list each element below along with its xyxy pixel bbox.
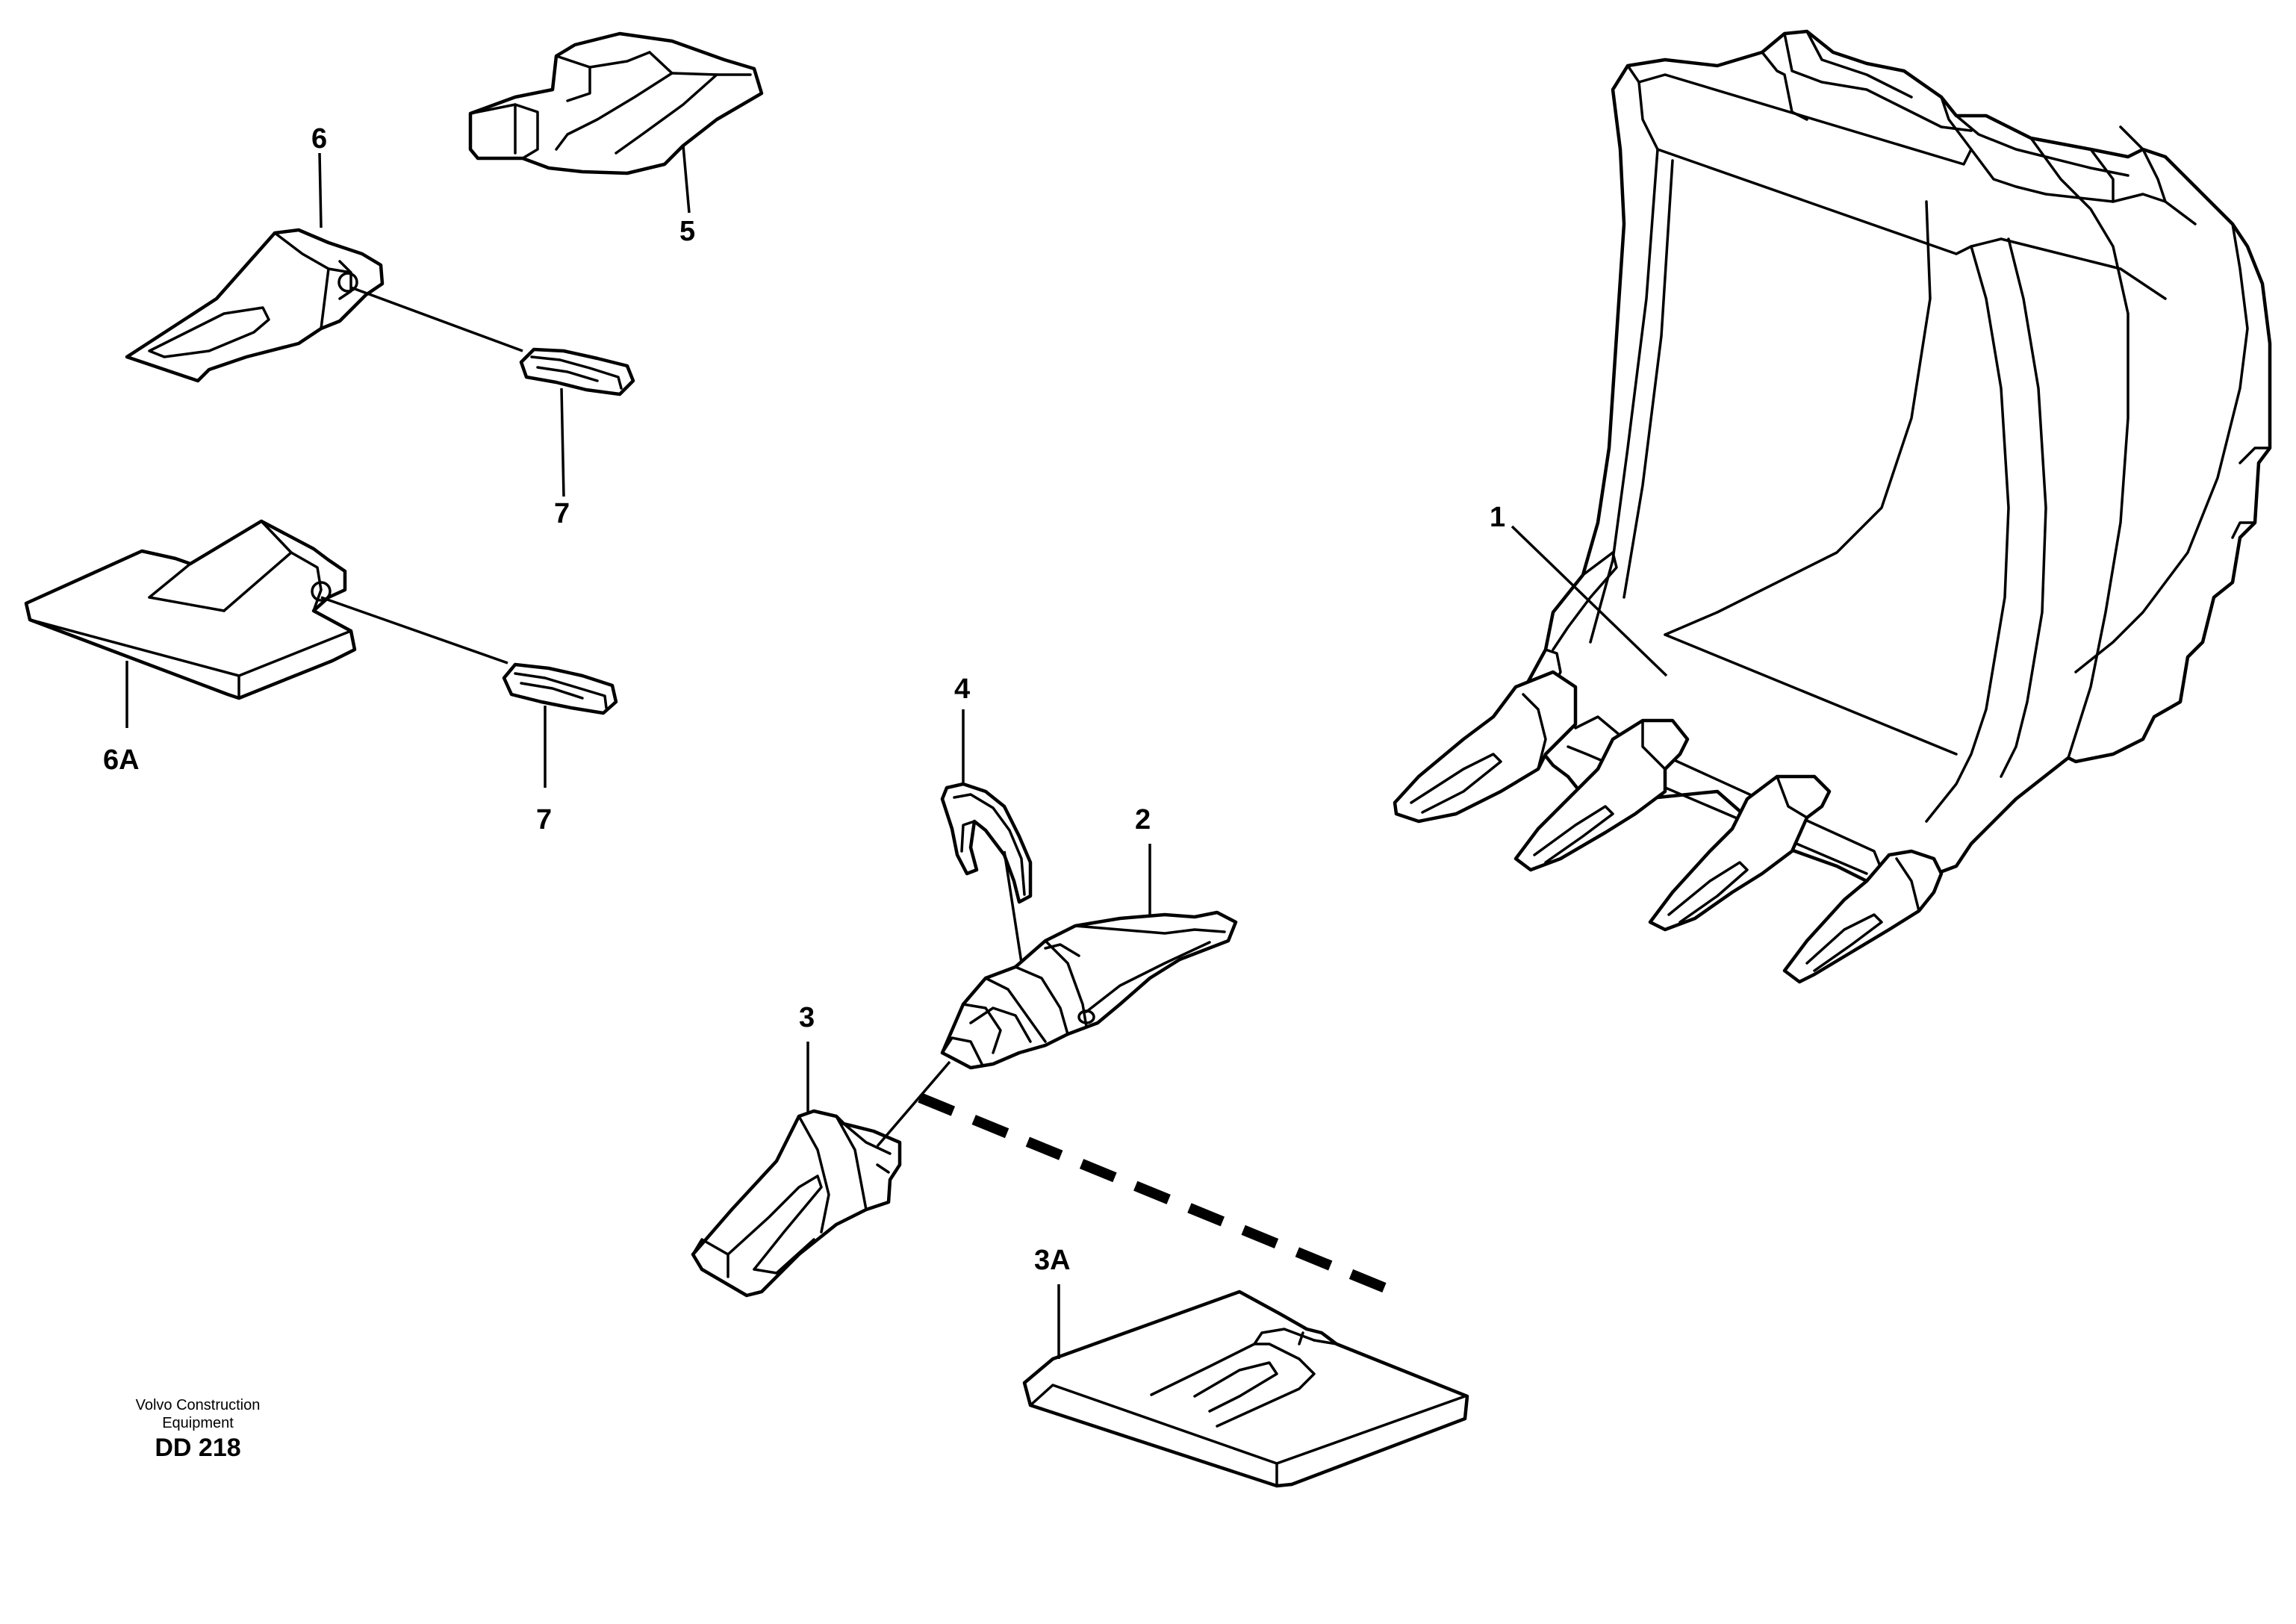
part-2-adapter (940, 844, 1238, 1070)
part-3-tooth (691, 1042, 951, 1298)
part-6-tooth (125, 152, 523, 383)
callout-6a: 6A (103, 744, 140, 776)
part-4-retainer-clip (940, 709, 1033, 983)
part-1-bucket (1393, 29, 2272, 984)
callout-7-lower: 7 (536, 804, 552, 836)
footer-company-line2: Equipment (162, 1415, 234, 1431)
part-7-lock-lower (502, 662, 618, 788)
callout-7-upper: 7 (554, 498, 570, 529)
part-3a-tooth-plate (1022, 1284, 1469, 1488)
footer-drawing-code: DD 218 (155, 1434, 240, 1462)
callout-3a: 3A (1034, 1245, 1071, 1276)
footer-company-line1: Volvo Construction (136, 1397, 261, 1413)
callout-4: 4 (954, 673, 970, 705)
dashed-leader-3-to-3a (918, 1092, 1398, 1306)
part-5-adapter (468, 31, 764, 214)
callout-5: 5 (679, 216, 695, 247)
part-6a-tooth-plate (24, 519, 508, 728)
callout-3: 3 (799, 1002, 815, 1033)
callout-2: 2 (1135, 804, 1151, 836)
callout-1: 1 (1490, 502, 1505, 533)
callout-6: 6 (311, 123, 327, 155)
part-7-lock-upper (519, 347, 635, 497)
